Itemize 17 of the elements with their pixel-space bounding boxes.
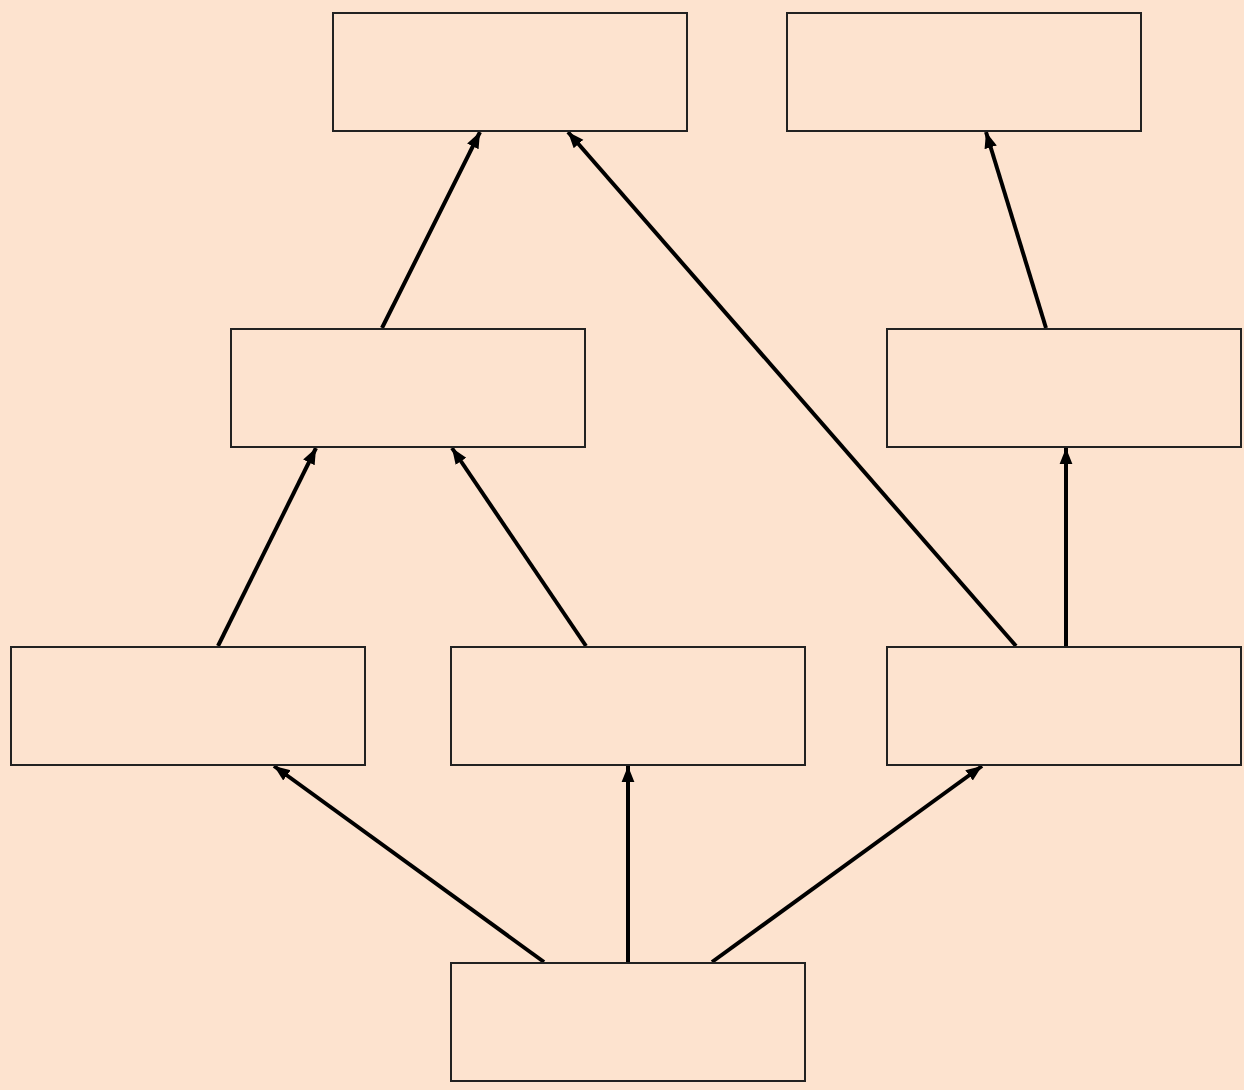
box (450, 646, 806, 766)
box (230, 328, 586, 448)
arrow (216, 447, 318, 647)
arrow (621, 766, 635, 962)
box (886, 328, 1242, 448)
box (10, 646, 366, 766)
arrow (566, 130, 1018, 648)
box (450, 962, 806, 1082)
box (886, 646, 1242, 766)
box (332, 12, 688, 132)
arrow (380, 131, 482, 329)
arrow (1059, 448, 1073, 646)
arrow (984, 131, 1048, 329)
box (786, 12, 1142, 132)
arrow (450, 446, 588, 648)
arrow (710, 764, 984, 964)
arrow (272, 764, 546, 964)
